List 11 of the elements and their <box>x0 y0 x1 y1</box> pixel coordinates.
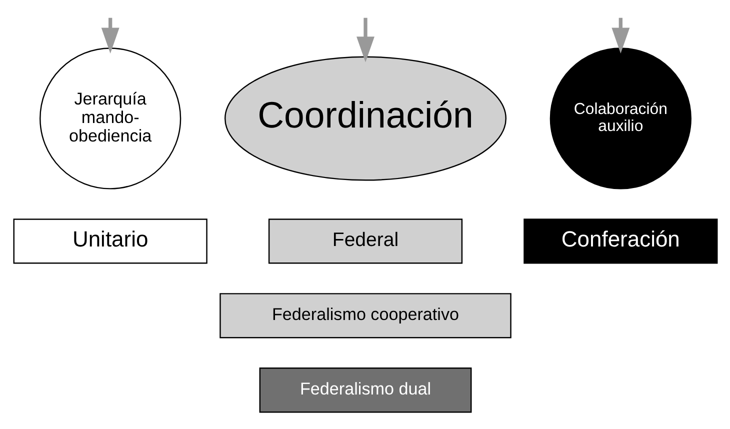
node-box: Federalismo dual <box>258 368 472 413</box>
node-box: Conferación <box>523 218 718 264</box>
node-box: Federal <box>268 218 462 264</box>
node-circle: Jerarquía mando-obediencia <box>39 48 181 190</box>
arrow <box>100 18 119 54</box>
node-box: Federalismo cooperativo <box>219 293 511 338</box>
arrow <box>356 18 374 62</box>
node-circle: Colaboración auxilio <box>549 48 691 190</box>
node-box: Unitario <box>12 218 207 264</box>
node-ellipse: Coordinación <box>224 56 506 181</box>
arrow <box>611 18 630 54</box>
